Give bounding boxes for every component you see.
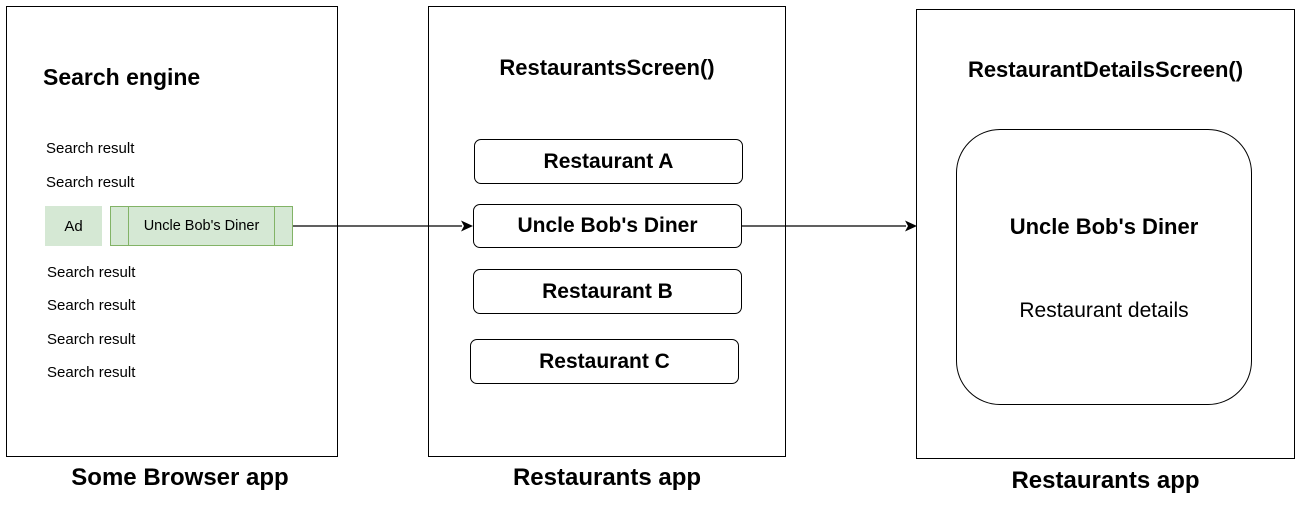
restaurants-screen-title: RestaurantsScreen() <box>499 55 715 80</box>
search-result[interactable]: Search result <box>47 264 136 281</box>
arrow-restaurant-item-to-details <box>742 220 917 232</box>
card-restaurant-name: Uncle Bob's Diner <box>1009 214 1199 239</box>
search-result[interactable]: Search result <box>47 364 136 381</box>
ad-link-right-bar <box>274 207 275 245</box>
ad-label: Ad <box>64 217 83 235</box>
details-app-caption: Restaurants app <box>1011 467 1200 494</box>
restaurant-item-uncle-bobs-diner[interactable]: Uncle Bob's Diner <box>473 204 742 248</box>
restaurant-item-b[interactable]: Restaurant B <box>473 269 742 314</box>
ad-badge: Ad <box>45 206 102 246</box>
ad-link-left-bar <box>128 207 129 245</box>
ad-link-label: Uncle Bob's Diner <box>143 218 260 234</box>
restaurants-app-caption: Restaurants app <box>512 464 702 491</box>
search-result[interactable]: Search result <box>47 331 136 348</box>
details-screen-title: RestaurantDetailsScreen() <box>967 57 1244 82</box>
search-engine-title: Search engine <box>43 64 201 90</box>
restaurant-details-card <box>956 129 1252 405</box>
ad-link-uncle-bobs-diner[interactable]: Uncle Bob's Diner <box>110 206 293 246</box>
browser-app-caption: Some Browser app <box>71 464 289 491</box>
search-result[interactable]: Search result <box>47 297 136 314</box>
search-result[interactable]: Search result <box>46 174 135 191</box>
search-result[interactable]: Search result <box>46 140 135 157</box>
restaurant-item-c[interactable]: Restaurant C <box>470 339 739 384</box>
restaurant-item-a[interactable]: Restaurant A <box>474 139 743 184</box>
card-restaurant-details: Restaurant details <box>1019 299 1189 322</box>
arrow-ad-to-restaurant-item <box>293 220 473 232</box>
